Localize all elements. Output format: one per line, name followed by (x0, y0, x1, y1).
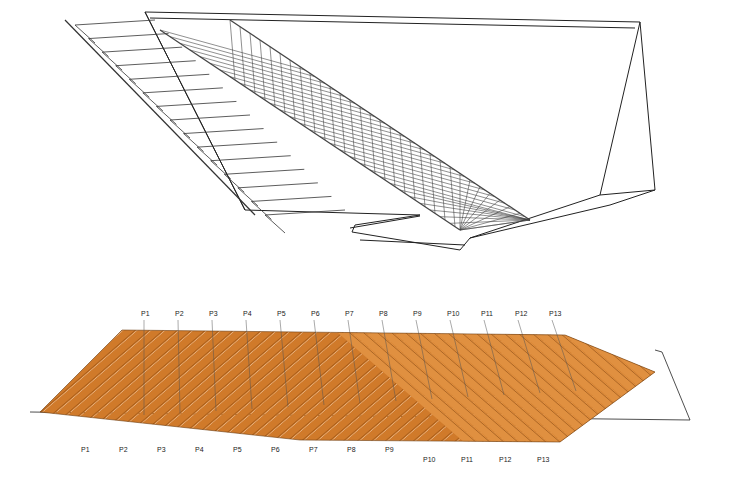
axis-label-top: Р2 (174, 310, 185, 317)
axis-label-top: Р11 (480, 310, 494, 317)
axis-label-top: Р8 (378, 310, 389, 317)
axis-label-top: Р7 (344, 310, 355, 317)
axis-label-bottom: Р9 (384, 446, 395, 453)
timber-lattice (160, 20, 530, 230)
support-struts (65, 20, 345, 233)
axis-label-top: Р13 (548, 310, 562, 317)
axis-label-top: Р1 (140, 310, 151, 317)
axis-label-bottom: Р12 (498, 456, 512, 463)
axis-label-bottom: Р2 (118, 446, 129, 453)
axis-label-top: Р4 (242, 310, 253, 317)
axis-label-bottom: Р7 (308, 446, 319, 453)
axis-label-top: Р9 (412, 310, 423, 317)
axis-label-bottom: Р4 (194, 446, 205, 453)
axis-label-top: Р5 (276, 310, 287, 317)
axis-label-bottom: Р11 (460, 456, 474, 463)
axis-label-bottom: Р10 (422, 456, 436, 463)
axis-label-top: Р10 (446, 310, 460, 317)
axis-label-bottom: Р6 (270, 446, 281, 453)
axis-label-top: Р12 (514, 310, 528, 317)
axis-label-bottom: Р1 (80, 446, 91, 453)
axis-label-top: Р6 (310, 310, 321, 317)
axis-label-top: Р3 (208, 310, 219, 317)
axis-label-bottom: Р3 (156, 446, 167, 453)
axonometric-view (145, 12, 655, 250)
axis-label-bottom: Р8 (346, 446, 357, 453)
elevation-view (0, 320, 750, 450)
axis-label-bottom: Р5 (232, 446, 243, 453)
axis-label-bottom: Р13 (536, 456, 550, 463)
